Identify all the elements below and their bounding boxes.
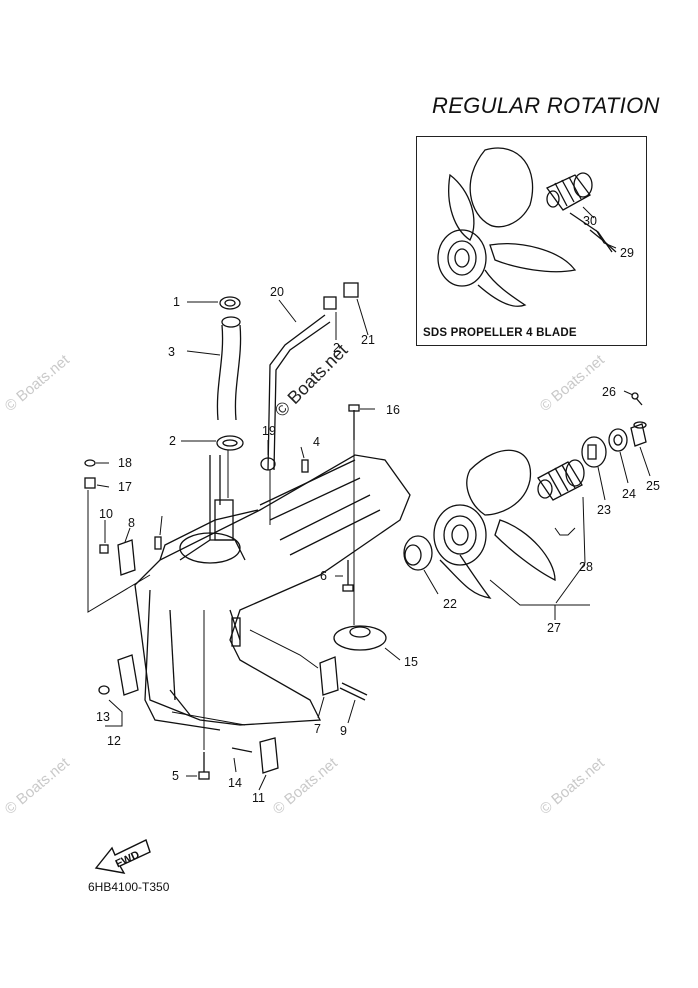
part-number: 19 (262, 424, 276, 438)
spline-hub-28 (537, 459, 585, 501)
thrust-washer-22 (403, 535, 433, 571)
leader-lines (87, 206, 651, 791)
inset-caption: SDS PROPELLER 4 BLADE (423, 327, 577, 339)
sds-propeller-inset: SDS PROPELLER 4 BLADE (416, 136, 647, 346)
part-number: 2 (169, 434, 176, 448)
lower-case (134, 454, 411, 731)
main-propeller (433, 449, 556, 599)
watermark: © Boats.net (270, 754, 342, 818)
inset-spline-hub (546, 172, 617, 253)
part-number: 16 (386, 403, 400, 417)
part-number: 18 (118, 456, 132, 470)
part-number: 7 (314, 722, 321, 736)
part-number: 28 (579, 560, 593, 574)
part-number: 12 (107, 734, 121, 748)
watermark: © Boats.net (2, 351, 74, 415)
watermark: © Boats.net (2, 754, 74, 818)
part-numbers: 1 2 3 4 5 6 7 8 9 10 11 12 13 14 15 16 1… (96, 214, 660, 805)
cotter-pin-26 (631, 392, 643, 406)
fwd-arrow-icon: FWD (94, 839, 151, 874)
nut-24 (608, 428, 628, 452)
part-number: 17 (118, 480, 132, 494)
part-number: 3 (168, 345, 175, 359)
fwd-label: FWD (114, 849, 142, 870)
inset-propeller (437, 147, 577, 307)
watermark: © Boats.net (537, 351, 609, 415)
small-parts (84, 282, 387, 780)
part-number: 15 (404, 655, 418, 669)
part-number: 9 (340, 724, 347, 738)
cap-25 (630, 421, 647, 447)
part-number: 2 (333, 341, 340, 355)
part-number: 24 (622, 487, 636, 501)
part-number: 20 (270, 285, 284, 299)
part-number: 10 (99, 507, 113, 521)
part-number: 25 (646, 479, 660, 493)
part-number: 1 (173, 295, 180, 309)
part-number: 6 (320, 569, 327, 583)
part-number: 8 (128, 516, 135, 530)
part-number: 11 (252, 791, 265, 805)
part-number: 23 (597, 503, 611, 517)
part-number: 22 (443, 597, 457, 611)
part-number: 4 (313, 435, 320, 449)
watermarks: © Boats.net © Boats.net © Boats.net © Bo… (2, 351, 609, 818)
part-number: 27 (547, 621, 561, 635)
watermark: © Boats.net (537, 754, 609, 818)
part-number: 21 (361, 333, 375, 347)
diagram-code: 6HB4100-T350 (88, 880, 170, 894)
part-number: 13 (96, 710, 110, 724)
part-number: 5 (172, 769, 179, 783)
part-number: 30 (583, 214, 597, 228)
diagram-title: REGULAR ROTATION (432, 93, 660, 118)
part-number: 29 (620, 246, 634, 260)
part-number: 26 (602, 385, 616, 399)
washer-23 (581, 436, 607, 468)
part-number: 14 (228, 776, 242, 790)
